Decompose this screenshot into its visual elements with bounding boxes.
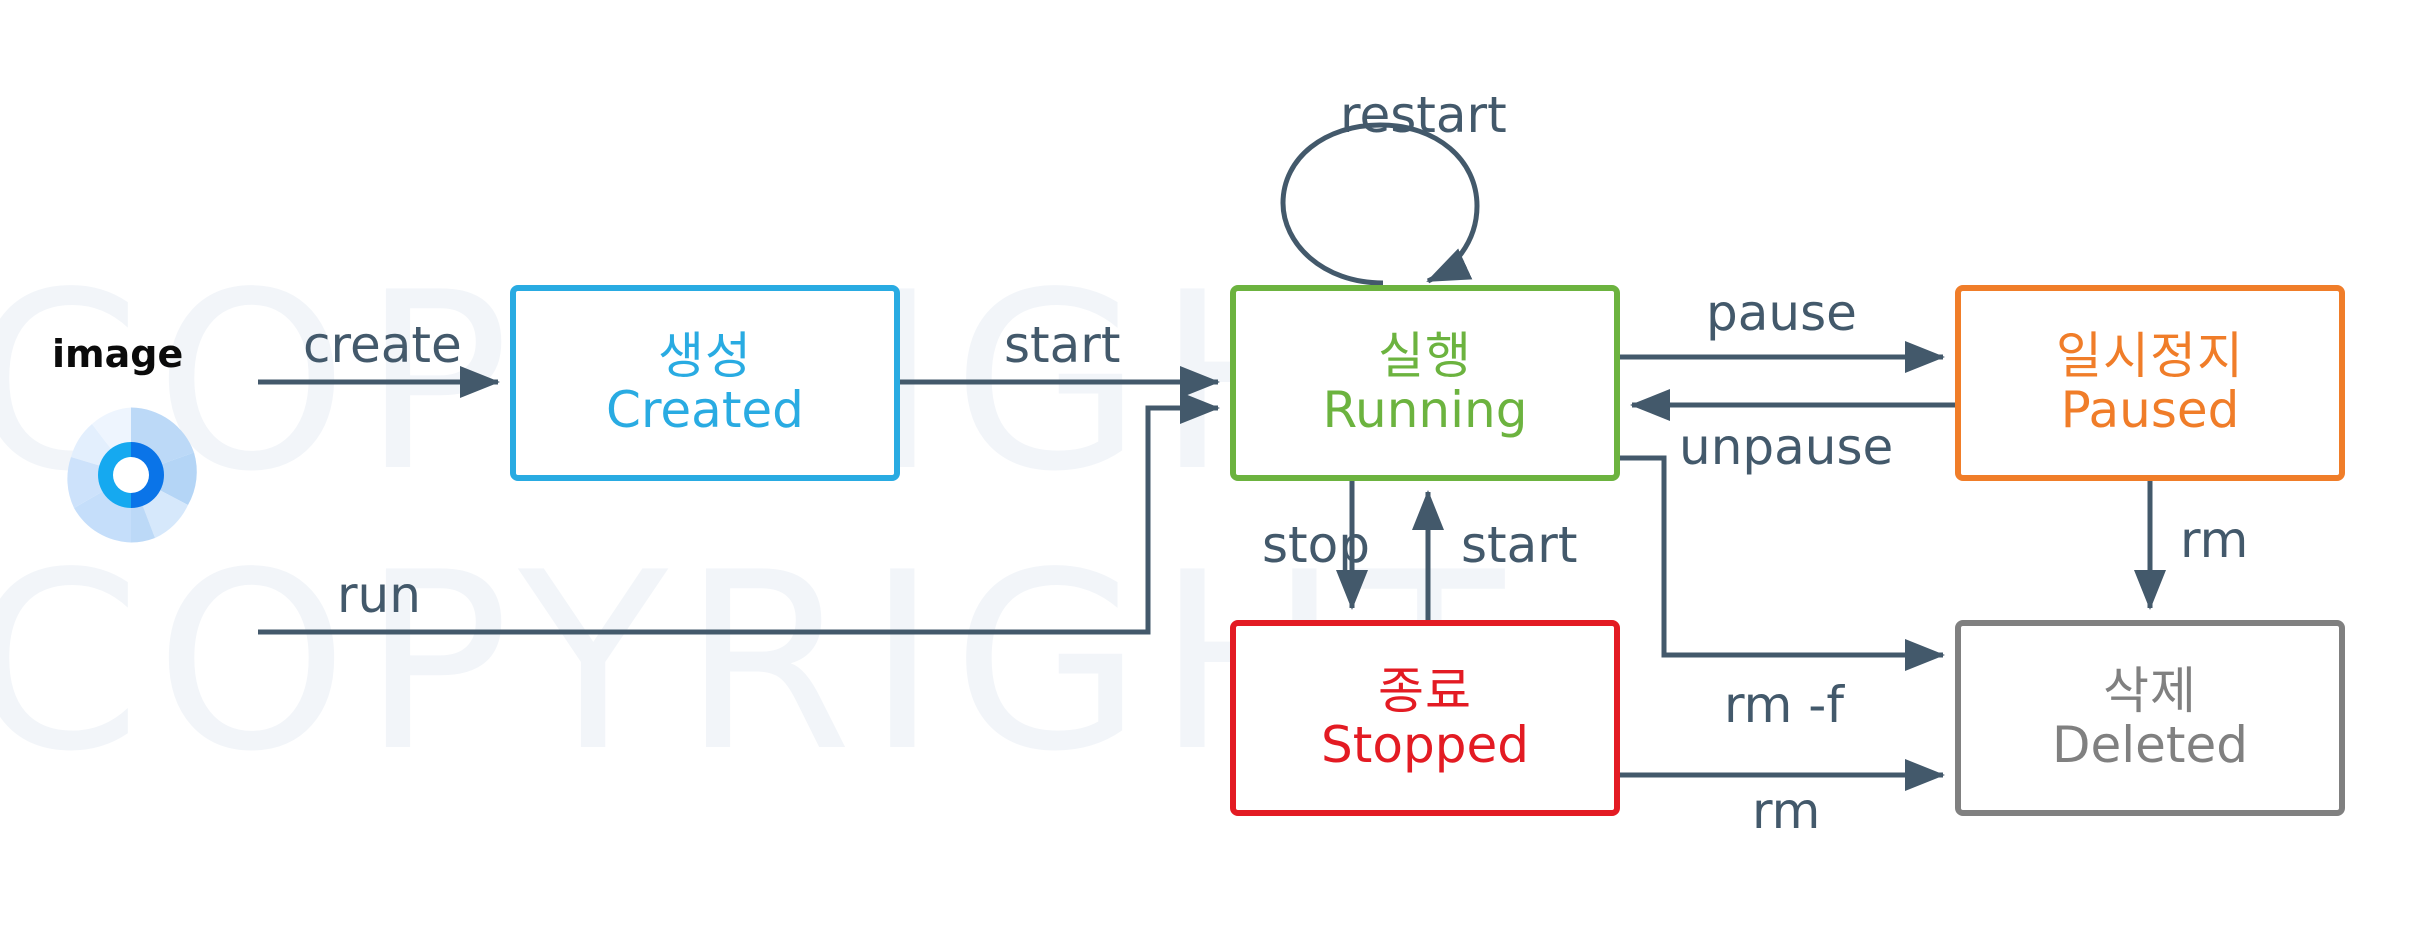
edge-label-run: run	[337, 566, 421, 624]
edge-label-pause: pause	[1706, 284, 1857, 342]
state-created-ko: 생성	[658, 327, 752, 385]
state-stopped-en: Stopped	[1321, 716, 1529, 774]
state-created-en: Created	[606, 381, 804, 439]
edge-label-rm-force: rm -f	[1724, 676, 1844, 734]
edge-run	[258, 391, 1221, 635]
state-box-deleted[interactable]: 삭제 Deleted	[1955, 620, 2345, 816]
state-running-ko: 실행	[1378, 327, 1472, 385]
edge-label-stop: stop	[1262, 516, 1370, 574]
edge-label-restart: restart	[1340, 86, 1507, 144]
state-box-stopped[interactable]: 종료 Stopped	[1230, 620, 1620, 816]
edge-label-rm-paused: rm	[2180, 511, 2249, 569]
state-paused-ko: 일시정지	[2056, 327, 2244, 385]
edge-label-create: create	[303, 316, 462, 374]
edge-label-start: start	[1004, 316, 1121, 374]
edge-restart	[1280, 122, 1480, 286]
state-stopped-ko: 종료	[1378, 662, 1472, 720]
state-box-running[interactable]: 실행 Running	[1230, 285, 1620, 481]
state-running-en: Running	[1322, 381, 1528, 439]
edge-label-unpause: unpause	[1679, 418, 1894, 476]
state-deleted-ko: 삭제	[2103, 662, 2197, 720]
edge-rm-force	[1620, 455, 1946, 671]
state-deleted-en: Deleted	[2051, 716, 2249, 774]
state-box-paused[interactable]: 일시정지 Paused	[1955, 285, 2345, 481]
state-paused-en: Paused	[2060, 381, 2240, 439]
disc-icon	[67, 407, 197, 543]
state-box-created[interactable]: 생성 Created	[510, 285, 900, 481]
edge-label-start-from-stopped: start	[1461, 516, 1578, 574]
image-source-label: image	[52, 332, 184, 376]
edge-label-rm-stopped: rm	[1752, 782, 1821, 840]
